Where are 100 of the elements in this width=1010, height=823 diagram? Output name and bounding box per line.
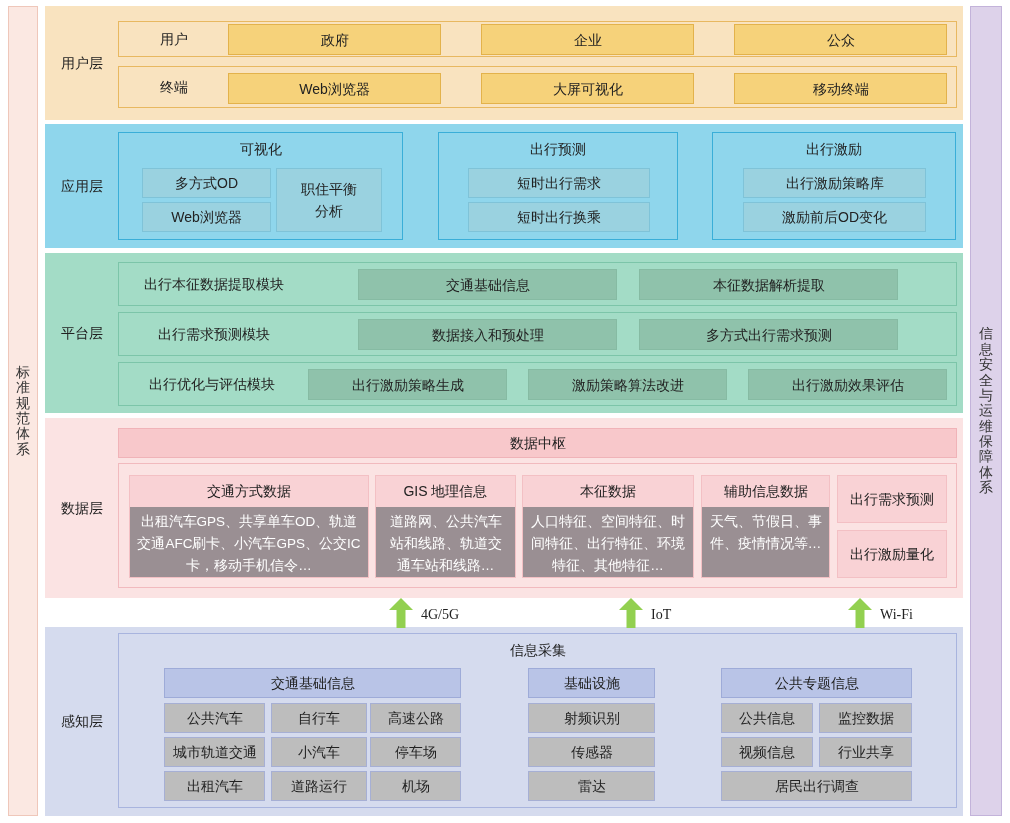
item-label: 视频信息: [739, 743, 795, 762]
item-box: [468, 202, 650, 232]
item-label: 多方式出行需求预测: [705, 325, 832, 345]
layer-title: 平台层: [60, 323, 103, 343]
item-box: [528, 771, 655, 801]
card-title: 交通方式数据: [207, 481, 291, 501]
item-label: 出行需求预测: [850, 490, 934, 509]
module-title: 出行需求预测模块: [158, 324, 270, 344]
layer-title: 应用层: [60, 176, 103, 196]
module-title: 终端: [159, 77, 188, 97]
group-frame: [712, 132, 956, 240]
module-row: [118, 362, 957, 406]
data-card: [522, 475, 694, 578]
item-label: 企业: [573, 30, 602, 50]
item-box: [639, 319, 898, 350]
item-box: [271, 703, 367, 733]
layer-band: [45, 253, 963, 413]
side-band: [970, 6, 1002, 816]
item-label: 小汽车: [298, 743, 340, 762]
item-label: 激励前后OD变化: [782, 208, 887, 227]
item-box: [528, 369, 727, 400]
item-box: [639, 269, 898, 300]
item-label: 职住平衡分析: [300, 180, 358, 221]
item-box: [481, 73, 694, 104]
item-label: 传感器: [570, 743, 613, 762]
group-title: 可视化: [239, 140, 282, 159]
item-box: [228, 24, 441, 55]
vertical-label: 标准规范体系: [16, 364, 30, 458]
item-label: 本征数据解析提取: [712, 275, 825, 295]
module-title: 用户: [159, 29, 188, 49]
item-box: [468, 168, 650, 198]
item-box: [370, 771, 461, 801]
item-box: [164, 771, 265, 801]
module-row: [118, 66, 957, 108]
card-title: 辅助信息数据: [723, 481, 808, 501]
layer-band: [45, 6, 963, 120]
item-box: [142, 202, 271, 232]
item-label: 自行车: [298, 709, 340, 728]
item-label: 公共信息: [739, 709, 795, 728]
item-box: [721, 737, 813, 767]
item-box: [358, 269, 617, 300]
side-band: [8, 6, 38, 816]
item-label: 交通基础信息: [270, 674, 355, 693]
edge-label: IoT: [651, 607, 672, 622]
item-label: 停车场: [394, 743, 437, 762]
layer-title: 数据层: [60, 498, 103, 518]
item-box: [819, 703, 912, 733]
data-card: [375, 475, 516, 578]
item-box: [748, 369, 947, 400]
item-label: 公共专题信息: [774, 674, 859, 693]
item-label: 交通基础信息: [445, 275, 530, 295]
module-row: [118, 262, 957, 306]
item-label: 激励策略算法改进: [571, 375, 684, 395]
edge-label: 4G/5G: [421, 607, 460, 622]
item-label: 移动终端: [812, 79, 869, 99]
arrow: [848, 598, 872, 628]
layer-band: [45, 627, 963, 816]
item-label: 行业共享: [837, 743, 894, 762]
item-box: [528, 737, 655, 767]
item-box: [734, 24, 947, 55]
item-label: 射频识别: [563, 709, 620, 728]
layer-title: 用户层: [60, 53, 103, 73]
item-label: 高速公路: [387, 709, 444, 728]
item-label: 短时出行换乘: [517, 208, 601, 227]
edge-label: Wi-Fi: [880, 607, 913, 622]
item-box: [721, 771, 912, 801]
group-frame: [438, 132, 678, 240]
description-text: 天气、节假日、事件、疫情情况等…: [702, 507, 829, 577]
group-title: 信息采集: [509, 641, 566, 660]
item-label: 数据中枢: [509, 434, 566, 453]
item-box: [142, 168, 271, 198]
container-frame: [118, 463, 957, 588]
item-box: [370, 703, 461, 733]
vertical-label: 信息安全与运维保障体系: [979, 326, 993, 496]
item-box: [358, 319, 617, 350]
item-box: [228, 73, 441, 104]
item-label: 公众: [826, 30, 855, 50]
data-card: [701, 475, 830, 578]
description-text: 人口特征、空间特征、时间特征、出行特征、环境特征、其他特征…: [523, 507, 693, 577]
item-label: 出租汽车: [186, 777, 243, 796]
item-label: 基础设施: [563, 674, 620, 693]
item-box: [837, 530, 947, 578]
module-row: [118, 312, 957, 356]
item-label: 出行激励效果评估: [791, 375, 904, 395]
item-box: [308, 369, 507, 400]
layer-band: [45, 418, 963, 598]
group-title: 出行预测: [530, 140, 586, 159]
item-box: [271, 737, 367, 767]
arrow: [389, 598, 413, 628]
item-box: [743, 168, 926, 198]
item-box: [276, 168, 382, 232]
item-box: [721, 703, 813, 733]
card-title: GIS 地理信息: [403, 481, 488, 501]
module-title: 出行优化与评估模块: [148, 374, 275, 394]
item-label: 雷达: [577, 777, 606, 796]
item-label: 出行激励策略库: [785, 174, 884, 193]
item-label: 大屏可视化: [552, 79, 623, 99]
item-label: Web浏览器: [171, 208, 242, 227]
module-title: 出行本征数据提取模块: [144, 274, 284, 294]
item-label: 监控数据: [837, 709, 894, 728]
